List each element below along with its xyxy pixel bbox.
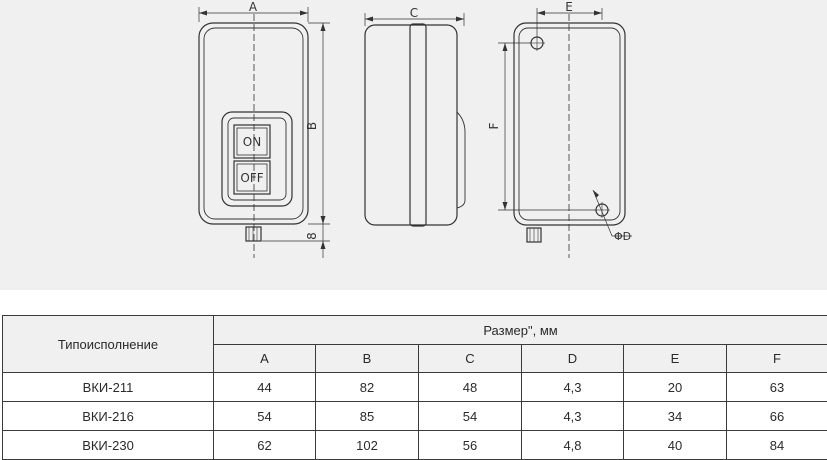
- value-cell: 82: [316, 373, 419, 402]
- model-cell: ВКИ-230: [3, 431, 214, 460]
- front-view: [199, 7, 330, 258]
- technical-drawing: A B 8 ON OFF C E F ΦD: [0, 0, 827, 290]
- side-rib: [410, 24, 426, 226]
- value-cell: 62: [214, 431, 316, 460]
- value-cell: 4,3: [522, 402, 624, 431]
- dim-gap-label: 8: [305, 232, 319, 240]
- front-body-inner: [204, 28, 303, 219]
- value-cell: 54: [419, 402, 522, 431]
- side-body: [365, 25, 457, 225]
- value-cell: 48: [419, 373, 522, 402]
- value-cell: 4,8: [522, 431, 624, 460]
- model-cell: ВКИ-216: [3, 402, 214, 431]
- column-header-c: C: [419, 345, 522, 373]
- back-body-inner: [519, 28, 620, 220]
- off-button-label: OFF: [240, 171, 263, 185]
- column-header-a: A: [214, 345, 316, 373]
- dim-f-label: F: [487, 122, 501, 129]
- model-cell: ВКИ-211: [3, 373, 214, 402]
- dim-b-label: B: [305, 122, 319, 130]
- switch-panel-outer: [222, 112, 292, 206]
- side-view: [365, 13, 465, 226]
- value-cell: 56: [419, 431, 522, 460]
- value-cell: 85: [316, 402, 419, 431]
- value-cell: 44: [214, 373, 316, 402]
- column-header-f: F: [727, 345, 827, 373]
- dim-e-label: E: [565, 0, 573, 14]
- value-cell: 63: [727, 373, 827, 402]
- dim-a-label: A: [249, 0, 258, 14]
- value-cell: 54: [214, 402, 316, 431]
- column-header-d: D: [522, 345, 624, 373]
- dimensions-table: Типоисполнение Размер", мм A B C D E F В…: [2, 315, 827, 460]
- front-cable-gland: [246, 227, 261, 241]
- value-cell: 102: [316, 431, 419, 460]
- side-bulge: [457, 112, 465, 208]
- table-row: ВКИ-211 44 82 48 4,3 20 63: [3, 373, 827, 402]
- column-header-e: E: [624, 345, 727, 373]
- value-cell: 20: [624, 373, 727, 402]
- table-row: ВКИ-230 62 102 56 4,8 40 84: [3, 431, 827, 460]
- dim-c-label: C: [410, 6, 418, 20]
- dim-d-label: ΦD: [614, 230, 631, 243]
- value-cell: 66: [727, 402, 827, 431]
- value-cell: 84: [727, 431, 827, 460]
- on-button-label: ON: [243, 135, 261, 149]
- value-cell: 40: [624, 431, 727, 460]
- back-body-outer: [514, 23, 625, 225]
- size-group-header: Размер", мм: [214, 316, 827, 345]
- table-row: ВКИ-216 54 85 54 4,3 34 66: [3, 402, 827, 431]
- column-header-b: B: [316, 345, 419, 373]
- model-column-header: Типоисполнение: [3, 316, 214, 373]
- back-view: [498, 8, 632, 258]
- value-cell: 4,3: [522, 373, 624, 402]
- drawing-canvas: A B 8 ON OFF C E F ΦD: [0, 0, 827, 290]
- value-cell: 34: [624, 402, 727, 431]
